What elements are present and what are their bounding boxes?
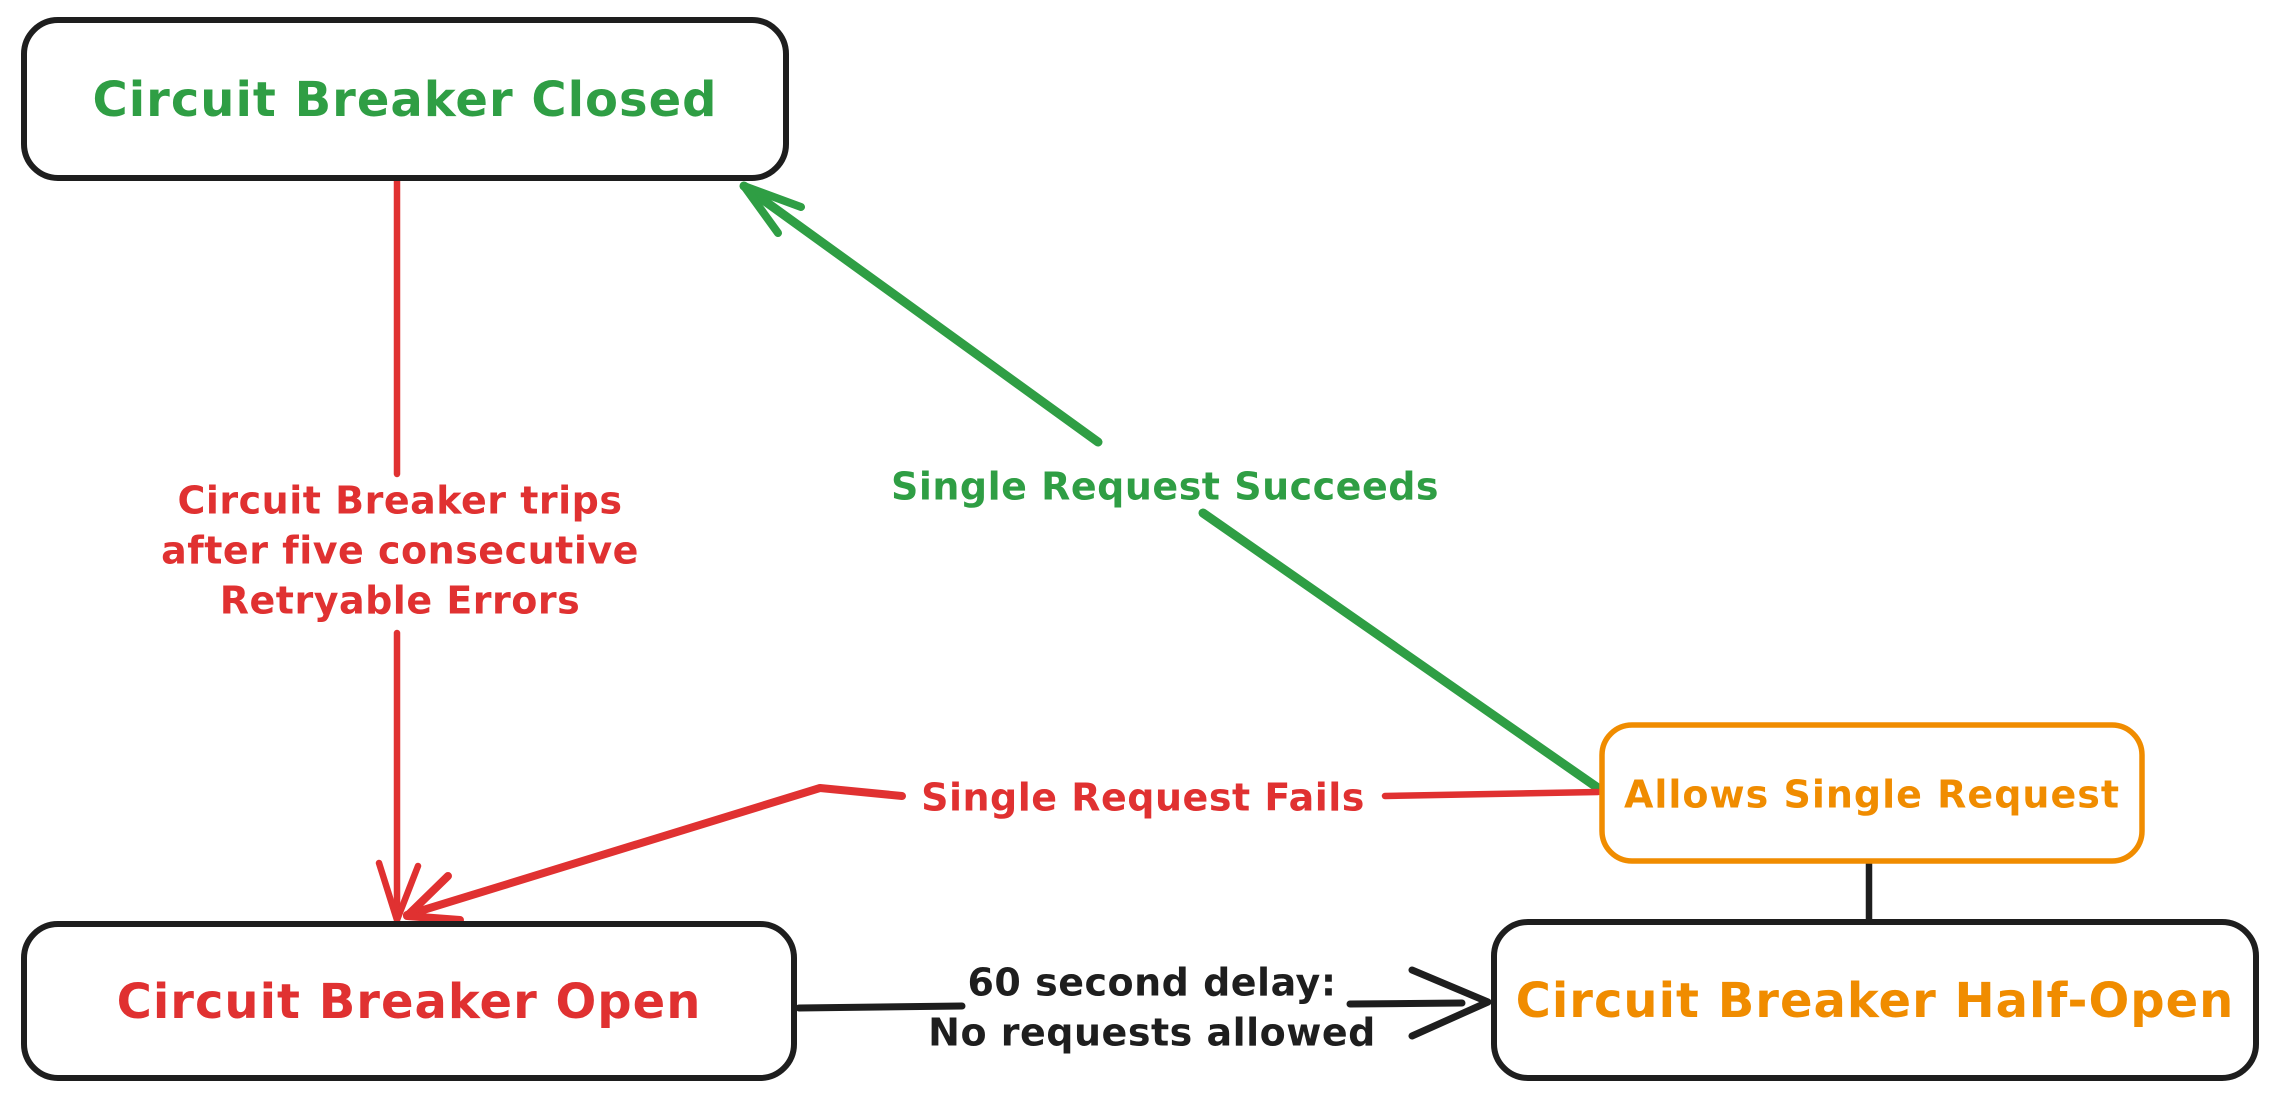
edge-trip-label-line-1: Circuit Breaker trips bbox=[177, 479, 622, 523]
edge-fail-line-left bbox=[403, 784, 906, 919]
edge-trip-arrowhead bbox=[375, 859, 422, 924]
state-node-closed: Circuit Breaker Closed bbox=[21, 17, 789, 181]
state-node-closed-label: Circuit Breaker Closed bbox=[93, 72, 718, 128]
edge-trip-label-line-2: after five consecutive bbox=[161, 529, 639, 573]
state-node-half-open-label: Circuit Breaker Half-Open bbox=[1516, 973, 2235, 1029]
edge-delay-label-line-1: 60 second delay: bbox=[967, 961, 1336, 1005]
state-node-open-box bbox=[21, 921, 797, 1081]
edge-trip-label: Circuit Breaker trips after five consecu… bbox=[161, 479, 639, 623]
state-node-open-label: Circuit Breaker Open bbox=[117, 974, 702, 1030]
edge-delay-line-left bbox=[795, 1002, 966, 1012]
edge-fail-line-right bbox=[1381, 788, 1602, 800]
edge-succeed-label: Single Request Succeeds bbox=[891, 465, 1439, 509]
edge-trip-label-line-3: Retryable Errors bbox=[220, 579, 580, 623]
state-node-closed-box bbox=[21, 17, 789, 181]
state-node-open: Circuit Breaker Open bbox=[21, 921, 797, 1081]
edge-delay-label: 60 second delay: No requests allowed bbox=[928, 961, 1376, 1055]
edge-succeed-line-lower bbox=[1198, 508, 1603, 793]
edge-succeed-arrowhead bbox=[740, 182, 805, 237]
state-node-allows-single-request: Allows Single Request bbox=[1599, 722, 2145, 864]
state-node-allows-box bbox=[1599, 722, 2145, 864]
edge-fail-label: Single Request Fails bbox=[921, 776, 1365, 820]
state-node-allows-label: Allows Single Request bbox=[1624, 773, 2120, 817]
state-node-half-open-box bbox=[1491, 919, 2259, 1081]
edge-delay-line-right bbox=[1346, 999, 1466, 1008]
edge-fail-arrowhead bbox=[403, 872, 464, 924]
edge-delay-label-line-2: No requests allowed bbox=[928, 1011, 1376, 1055]
edge-delay-arrowhead bbox=[1408, 966, 1492, 1040]
state-node-half-open: Circuit Breaker Half-Open bbox=[1491, 919, 2259, 1081]
edge-succeed-line-upper bbox=[739, 181, 1103, 447]
